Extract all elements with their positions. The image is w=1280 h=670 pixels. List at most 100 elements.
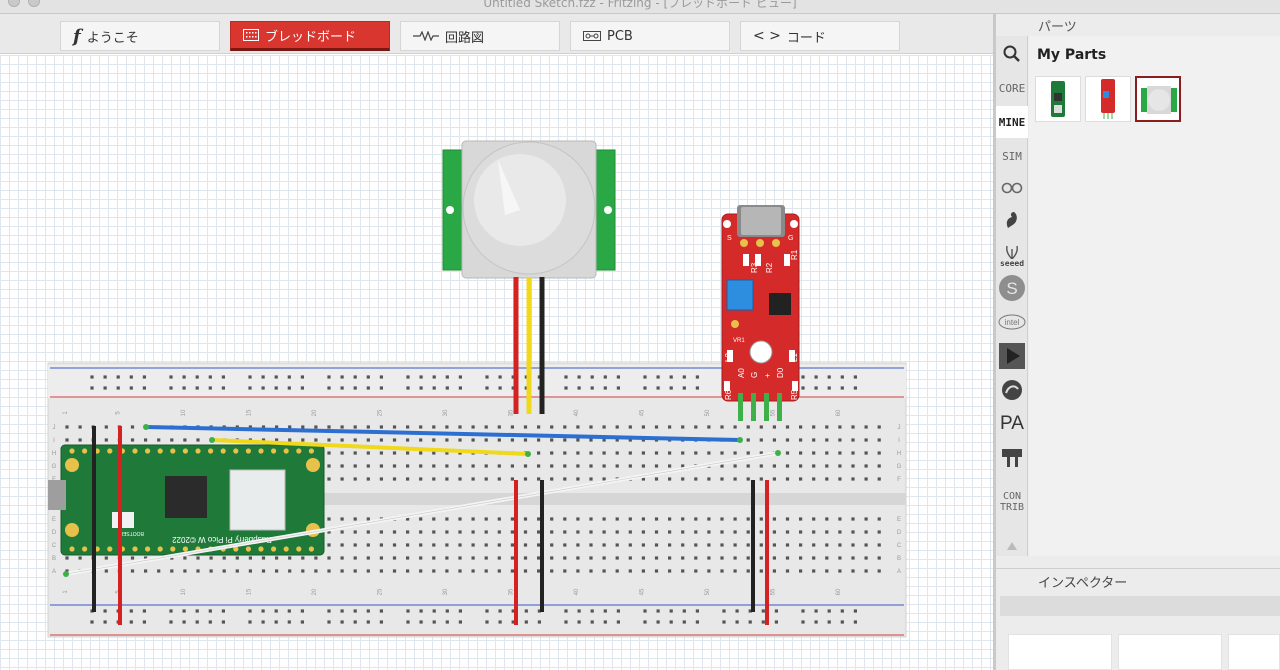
pico-pin-row: [69, 448, 314, 552]
part-thumb-sound-sensor[interactable]: [1085, 76, 1131, 122]
row-label: A: [897, 569, 901, 575]
sparkfun-bin-tab[interactable]: [996, 204, 1028, 236]
part-thumb-pico[interactable]: [1035, 76, 1081, 122]
tab-code[interactable]: < > コード: [740, 21, 900, 51]
row-label: I: [53, 438, 55, 444]
column-label: 15: [246, 409, 252, 416]
silk-label: R5: [790, 389, 799, 400]
schematic-icon: [413, 31, 439, 41]
mine-bin-tab[interactable]: MINE: [996, 106, 1028, 138]
contrib-label: CON: [1002, 491, 1022, 502]
row-label: H: [52, 451, 56, 457]
breadboard-wires[interactable]: [63, 424, 781, 625]
pcb-icon: [583, 31, 601, 41]
snootlab-bin-tab[interactable]: S: [996, 272, 1028, 304]
parts-panel-title: パーツ: [1038, 20, 1077, 35]
inspector-title: インスペクター: [996, 568, 1280, 598]
pin-label: +: [763, 373, 772, 378]
bin-content: My Parts: [1029, 36, 1280, 556]
row-label: I: [898, 438, 900, 444]
column-label: 35: [508, 588, 514, 595]
row-label: D: [52, 530, 57, 536]
inspector-view-breadboard: [1008, 634, 1112, 670]
column-label: 50: [705, 409, 711, 416]
piano-icon: [1002, 449, 1022, 467]
wire-blue[interactable]: [145, 425, 741, 442]
bootsel-button: [112, 512, 134, 528]
panel-splitter[interactable]: [993, 14, 996, 670]
silk-label: R3: [750, 262, 759, 273]
fritzing-logo-icon: f: [73, 25, 81, 47]
sound-sensor-module[interactable]: S G VR1 A0 G + D0 R3 R2 R1 R6 R5 L1 L2: [721, 205, 800, 421]
row-label: D: [897, 530, 902, 536]
potentiometer: [726, 279, 754, 311]
arduino-bin-tab[interactable]: [996, 172, 1028, 204]
raspberry-pi-pico[interactable]: Raspberry Pi Pico W ©2022 BOOTSEL: [48, 444, 325, 556]
wifi-module: [229, 469, 286, 531]
bin-scroll-button[interactable]: [996, 536, 1028, 556]
seeed-bin-tab[interactable]: seeed: [996, 240, 1028, 272]
row-label: J: [898, 425, 901, 431]
tab-label: ブレッドボード: [265, 29, 357, 45]
bin-tab-list: CORE MINE SIM seeed S intel PA: [996, 36, 1028, 556]
silk-label: R1: [790, 249, 799, 260]
pin-label: D0: [776, 367, 785, 378]
row-label: G: [897, 464, 902, 470]
sim-bin-tab[interactable]: SIM: [1002, 149, 1022, 163]
round-bin-tab[interactable]: [996, 374, 1028, 406]
play-icon: [999, 343, 1025, 369]
svg-text:S: S: [1006, 279, 1017, 298]
contrib-bin-tab[interactable]: CON TRIB: [996, 478, 1028, 526]
tab-label: コード: [786, 30, 826, 46]
tab-welcome[interactable]: f ようこそ: [60, 21, 220, 51]
column-label: 60: [836, 588, 842, 595]
tab-breadboard[interactable]: ブレッドボード: [230, 21, 390, 51]
column-label: 1: [63, 411, 69, 415]
row-label: G: [52, 464, 57, 470]
silk-label: R6: [724, 389, 733, 400]
mounting-hole: [749, 340, 773, 364]
column-label: 30: [443, 409, 449, 416]
window-title: Untitled Sketch.fzz - Fritzing - [ブレッドボー…: [483, 0, 797, 10]
bin-title: My Parts: [1037, 47, 1107, 63]
pir-sensor[interactable]: [442, 140, 616, 279]
column-label: 1: [63, 590, 69, 594]
column-label: 25: [377, 588, 383, 595]
silk-label: L2: [724, 353, 733, 362]
row-label: B: [52, 556, 56, 562]
column-label: 15: [246, 588, 252, 595]
core-bin-tab[interactable]: CORE: [998, 81, 1026, 95]
column-label: 5: [115, 411, 121, 415]
sparkfun-icon: [1006, 212, 1017, 228]
intel-bin-tab[interactable]: intel: [996, 306, 1028, 338]
breadboard-canvas[interactable]: 1155101015152020252530303535404045455050…: [0, 55, 993, 670]
column-label: 60: [836, 409, 842, 416]
pa-bin-tab[interactable]: PA: [996, 408, 1028, 440]
search-bin-tab[interactable]: [996, 38, 1028, 70]
round-logo-icon: [1002, 380, 1022, 400]
column-label: 45: [639, 409, 645, 416]
row-label: J: [53, 425, 56, 431]
tab-pcb[interactable]: PCB: [570, 21, 730, 51]
column-label: 10: [181, 409, 187, 416]
parts-panel: パーツ CORE MINE SIM seeed S intel P: [996, 14, 1280, 670]
comparator-chip: [769, 293, 791, 315]
arduino-icon: [1001, 182, 1023, 194]
column-label: 10: [181, 588, 187, 595]
row-label: H: [897, 451, 901, 457]
column-label: 55: [770, 588, 776, 595]
tab-schematic[interactable]: 回路図: [400, 21, 560, 51]
column-label: 40: [574, 588, 580, 595]
row-label: A: [52, 569, 56, 575]
part-thumb-pir-sensor[interactable]: [1135, 76, 1181, 122]
play-bin-tab[interactable]: [996, 340, 1028, 372]
breadboard-scene: 1155101015152020252530303535404045455050…: [47, 140, 907, 638]
piano-bin-tab[interactable]: [996, 442, 1028, 474]
silk-label: S: [727, 235, 732, 242]
tab-label: PCB: [607, 28, 633, 44]
pir-wires[interactable]: [513, 277, 545, 414]
chevron-up-icon: [1007, 542, 1017, 550]
title-bar: Untitled Sketch.fzz - Fritzing - [ブレッドボー…: [0, 0, 1280, 14]
breadboard-labels: 1155101015152020252530303535404045455050…: [52, 409, 902, 595]
wire-yellow[interactable]: [211, 438, 529, 456]
